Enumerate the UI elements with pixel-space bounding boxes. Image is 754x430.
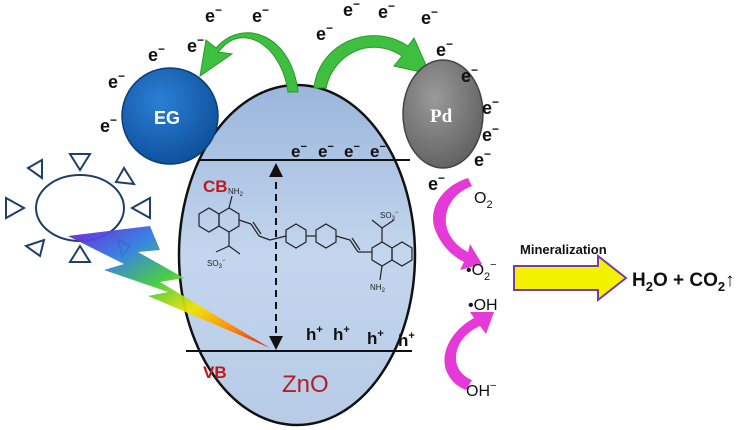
pd-electron-6: e−	[461, 63, 478, 86]
cb-electrons: e− e− e− e−	[291, 141, 386, 161]
dye-molecule	[198, 195, 413, 281]
o2-reduction-arrow	[432, 178, 482, 270]
cb-electron-2: e−	[318, 141, 334, 161]
pd-electron-5: e−	[436, 37, 453, 60]
dye-so3-left: SO3−	[207, 258, 226, 270]
electron-transfer-arrow-eg	[199, 32, 299, 93]
hydroxyl-radical-label: •OH	[468, 297, 498, 314]
pd-electrons: e− e− e− e− e− e− e− e− e− e−	[316, 0, 499, 194]
pd-electron-2: e−	[378, 0, 395, 22]
vb-hole-1: h+	[306, 324, 323, 344]
cb-electron-4: e−	[370, 141, 386, 161]
eg-electron-6: e−	[100, 113, 117, 136]
products-label: H2O + CO2↑	[632, 270, 735, 294]
dye-labels: NH2 SO3− SO3− NH2	[207, 187, 399, 294]
eg-electron-1: e−	[205, 3, 222, 26]
pd-electron-8: e−	[482, 122, 499, 145]
vb-label: VB	[203, 363, 227, 382]
oh-oxidation-arrow	[444, 312, 494, 390]
dye-nh2-right: NH2	[370, 283, 386, 294]
eg-electron-2: e−	[252, 3, 269, 26]
pd-sphere	[402, 59, 484, 169]
pd-electron-3: e−	[316, 21, 333, 44]
pd-label: Pd	[430, 106, 453, 127]
pd-electron-10: e−	[428, 171, 445, 194]
pd-electron-7: e−	[482, 95, 499, 118]
eg-sphere	[121, 67, 219, 165]
vb-holes: h+ h+ h+ h+	[306, 324, 415, 350]
dye-nh2-left: NH2	[228, 187, 244, 198]
hydroxide-label: OH−	[466, 380, 496, 400]
zno-label: ZnO	[282, 371, 329, 398]
pd-electron-9: e−	[474, 147, 491, 170]
eg-electron-5: e−	[108, 69, 125, 92]
vb-hole-4: h+	[398, 330, 415, 350]
eg-electron-3: e−	[187, 33, 204, 56]
pd-electron-1: e−	[343, 0, 360, 20]
cb-label: CB	[203, 177, 228, 196]
electron-transfer-arrow-pd	[313, 35, 431, 89]
light-beam	[68, 226, 270, 348]
eg-electrons: e− e− e− e− e− e−	[100, 3, 269, 136]
pd-electron-4: e−	[421, 5, 438, 28]
cb-electron-3: e−	[344, 141, 360, 161]
eg-electron-4: e−	[148, 42, 165, 65]
superoxide-label: •O2−	[466, 259, 497, 283]
cb-electron-1: e−	[291, 141, 307, 161]
vb-hole-2: h+	[333, 324, 350, 344]
mineralization-arrow	[513, 253, 628, 303]
eg-label: EG	[154, 108, 180, 128]
dye-so3-right: SO3−	[380, 210, 399, 222]
mineralization-label: Mineralization	[520, 242, 607, 257]
o2-label: O2	[474, 190, 493, 211]
vb-hole-3: h+	[367, 328, 384, 348]
